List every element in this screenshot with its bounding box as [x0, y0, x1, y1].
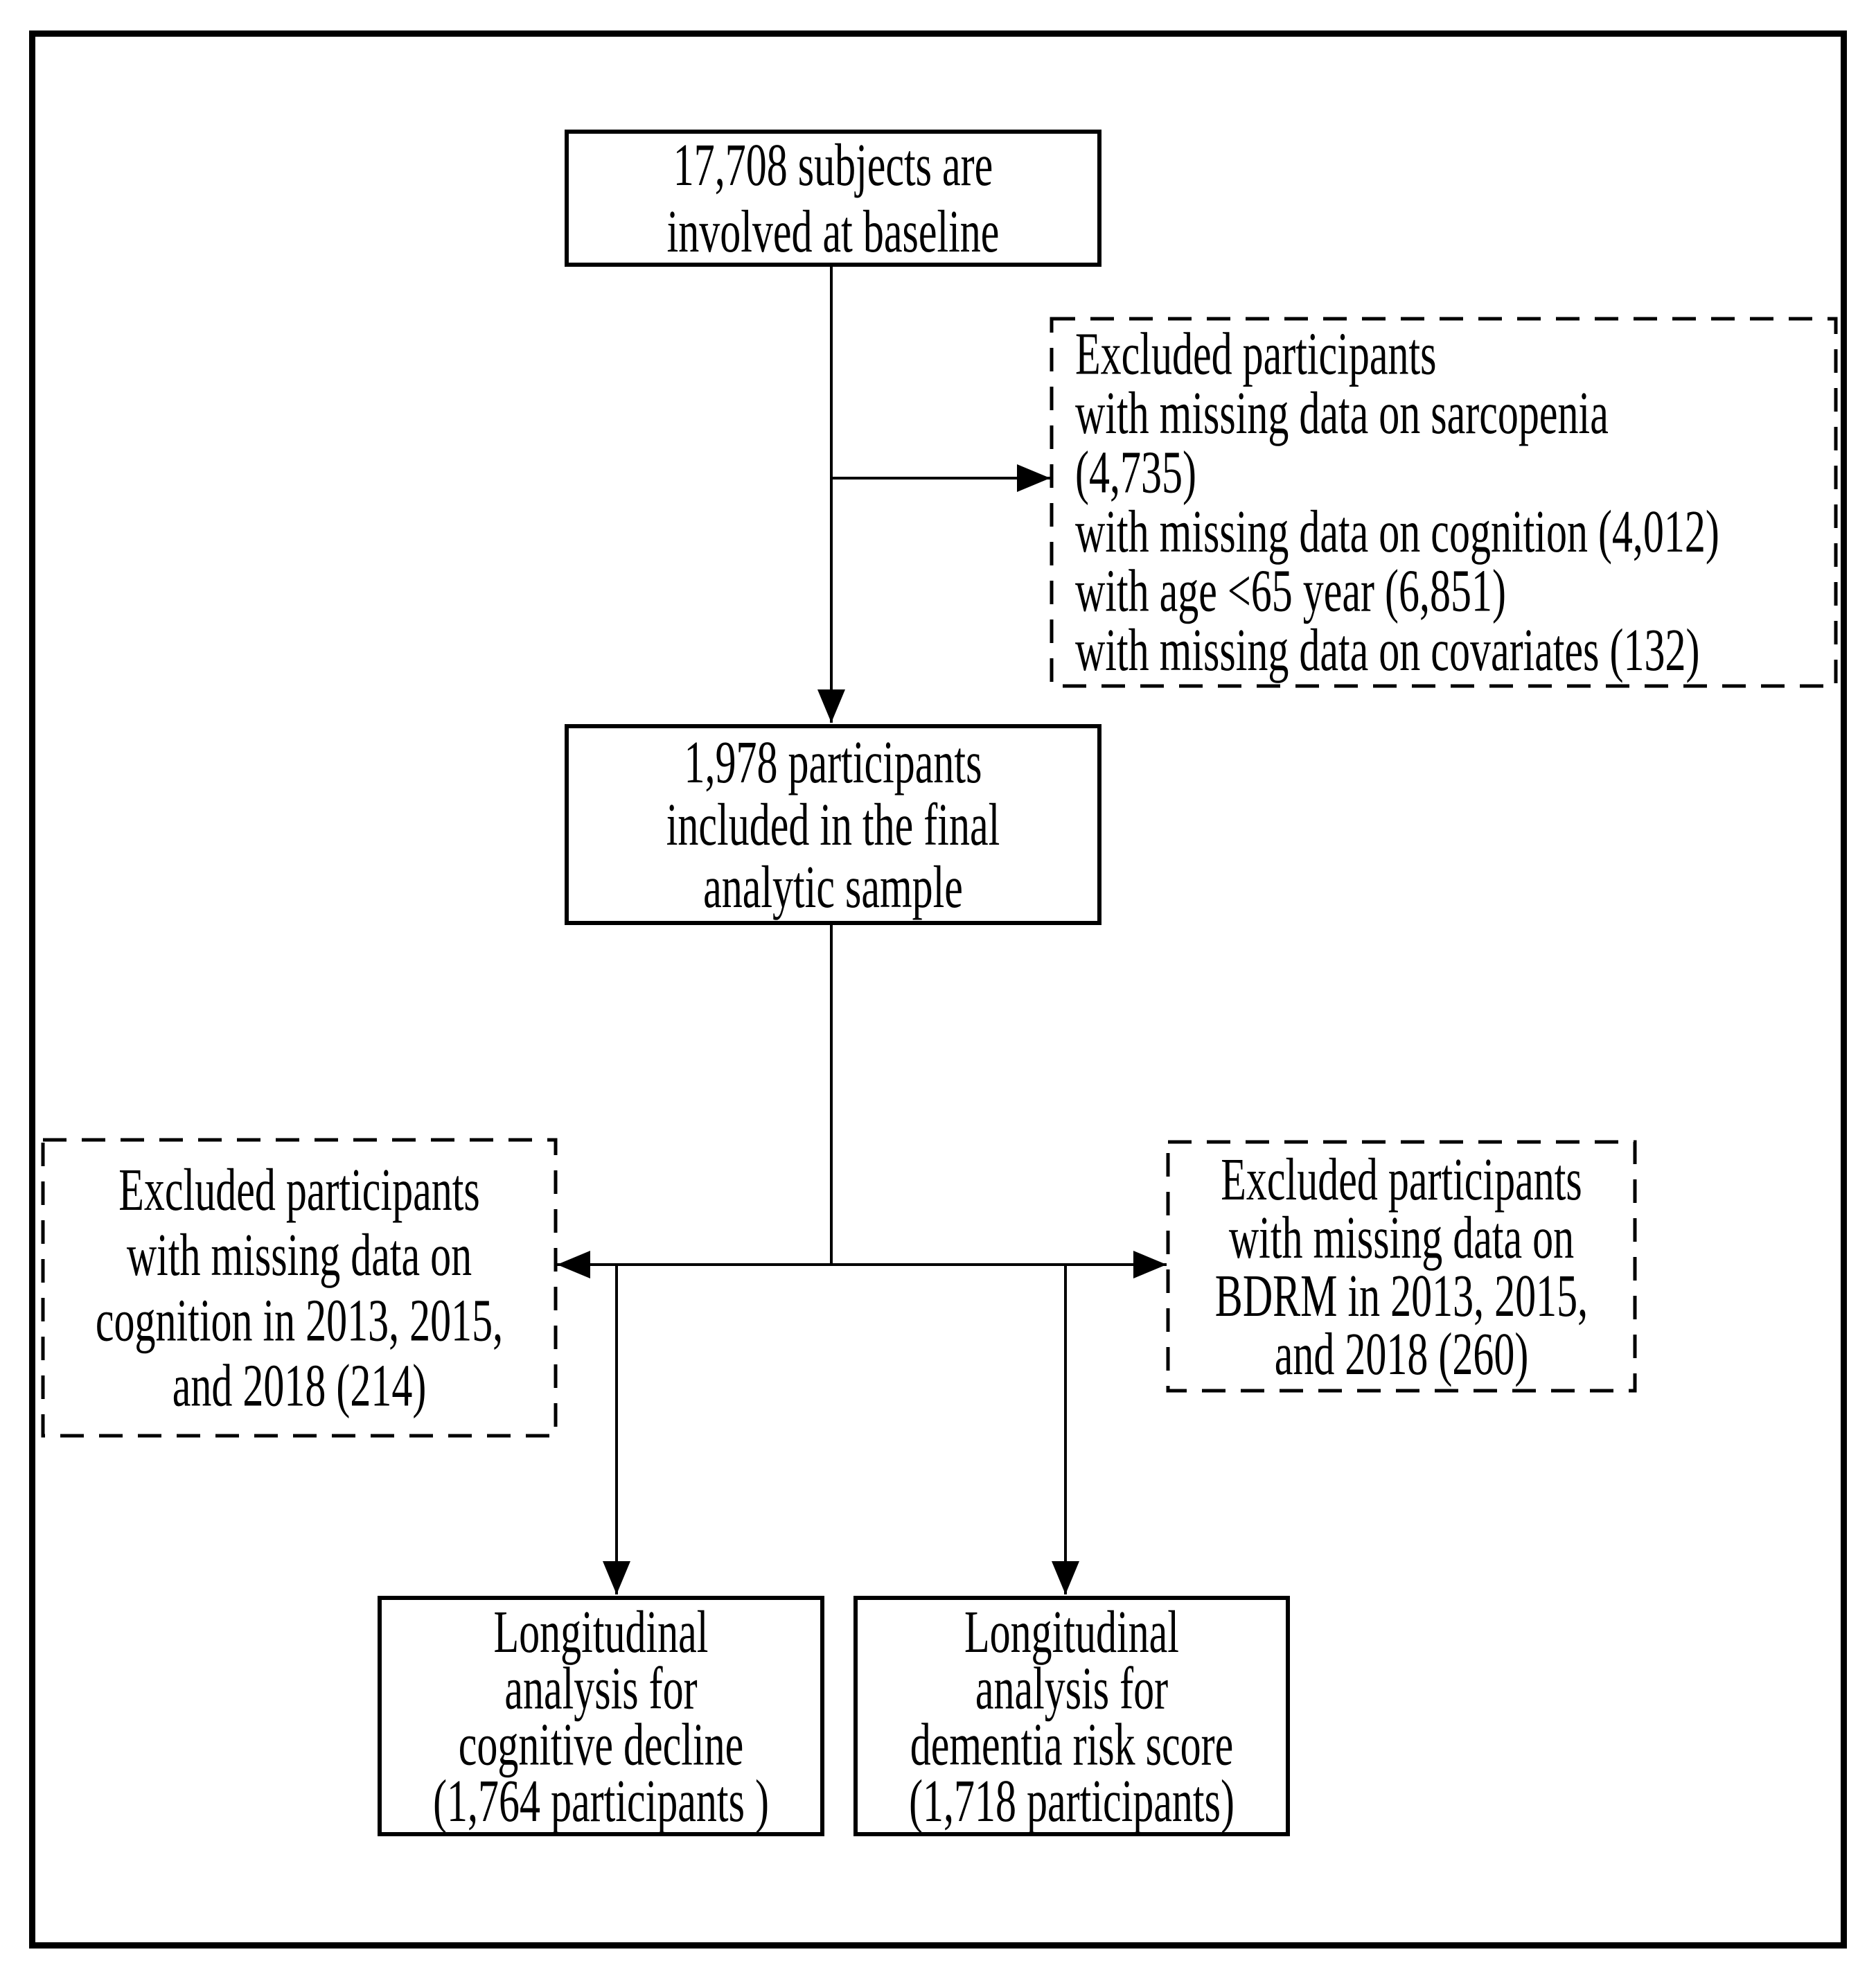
box-excluded-baseline-text: Excluded participants with missing data …	[1052, 324, 1836, 680]
box-longitudinal-dementia: Longitudinal analysis for dementia risk …	[853, 1596, 1290, 1836]
box-excluded-baseline: Excluded participants with missing data …	[1052, 319, 1836, 686]
text-line: with missing data on covariates (132)	[1075, 617, 1700, 683]
text-line: and 2018 (214)	[172, 1352, 427, 1418]
text-line: (1,718 participants)	[909, 1767, 1235, 1834]
figure-border	[29, 30, 1847, 1949]
excluded-bdrm-box-outline	[1166, 1140, 1637, 1393]
box-analytic-sample-text: 1,978 participants included in the final…	[569, 731, 1097, 918]
text-line: involved at baseline	[666, 198, 1000, 265]
text-line: included in the final	[666, 791, 1000, 858]
text-line: (1,764 participants )	[433, 1767, 769, 1834]
box-baseline-subjects-text: 17,708 subjects are involved at baseline	[569, 132, 1097, 264]
text-line: analysis for	[975, 1655, 1169, 1721]
text-line: Excluded participants	[1221, 1145, 1582, 1213]
text-line: analysis for	[504, 1655, 698, 1721]
text-line: 17,708 subjects are	[673, 132, 993, 198]
box-longitudinal-cognitive: Longitudinal analysis for cognitive decl…	[378, 1596, 824, 1836]
text-line: with missing data on cognition (4,012)	[1075, 498, 1719, 565]
box-excluded-cognition-followup-text: Excluded participants with missing data …	[43, 1156, 556, 1418]
box-excluded-bdrm-followup-text: Excluded participants with missing data …	[1168, 1145, 1635, 1387]
text-line: Excluded participants	[1075, 320, 1437, 387]
text-line: dementia risk score	[910, 1711, 1234, 1777]
text-line: with age <65 year (6,851)	[1075, 557, 1506, 624]
text-line: analytic sample	[703, 854, 963, 920]
text-line: Longitudinal	[493, 1598, 709, 1665]
text-line: cognitive decline	[458, 1711, 744, 1777]
text-line: with missing data on sarcopenia	[1075, 380, 1609, 446]
text-line: with missing data on	[126, 1221, 472, 1288]
box-longitudinal-dementia-text: Longitudinal analysis for dementia risk …	[858, 1598, 1286, 1834]
box-analytic-sample: 1,978 participants included in the final…	[565, 724, 1101, 925]
text-line: with missing data on	[1228, 1204, 1575, 1271]
box-baseline-subjects: 17,708 subjects are involved at baseline	[565, 130, 1101, 267]
box-excluded-cognition-followup: Excluded participants with missing data …	[43, 1140, 556, 1436]
excluded-baseline-box-outline	[1050, 317, 1838, 688]
box-longitudinal-cognitive-text: Longitudinal analysis for cognitive decl…	[382, 1598, 820, 1834]
text-line: (4,735)	[1075, 439, 1196, 506]
text-line: 1,978 participants	[684, 729, 982, 795]
excluded-cognition-box-outline	[41, 1138, 558, 1438]
box-excluded-bdrm-followup: Excluded participants with missing data …	[1168, 1142, 1635, 1391]
text-line: BDRM in 2013, 2015,	[1214, 1262, 1589, 1329]
text-line: Excluded participants	[118, 1156, 480, 1223]
text-line: and 2018 (260)	[1274, 1320, 1529, 1387]
text-line: cognition in 2013, 2015,	[95, 1287, 504, 1353]
text-line: Longitudinal	[964, 1598, 1179, 1665]
